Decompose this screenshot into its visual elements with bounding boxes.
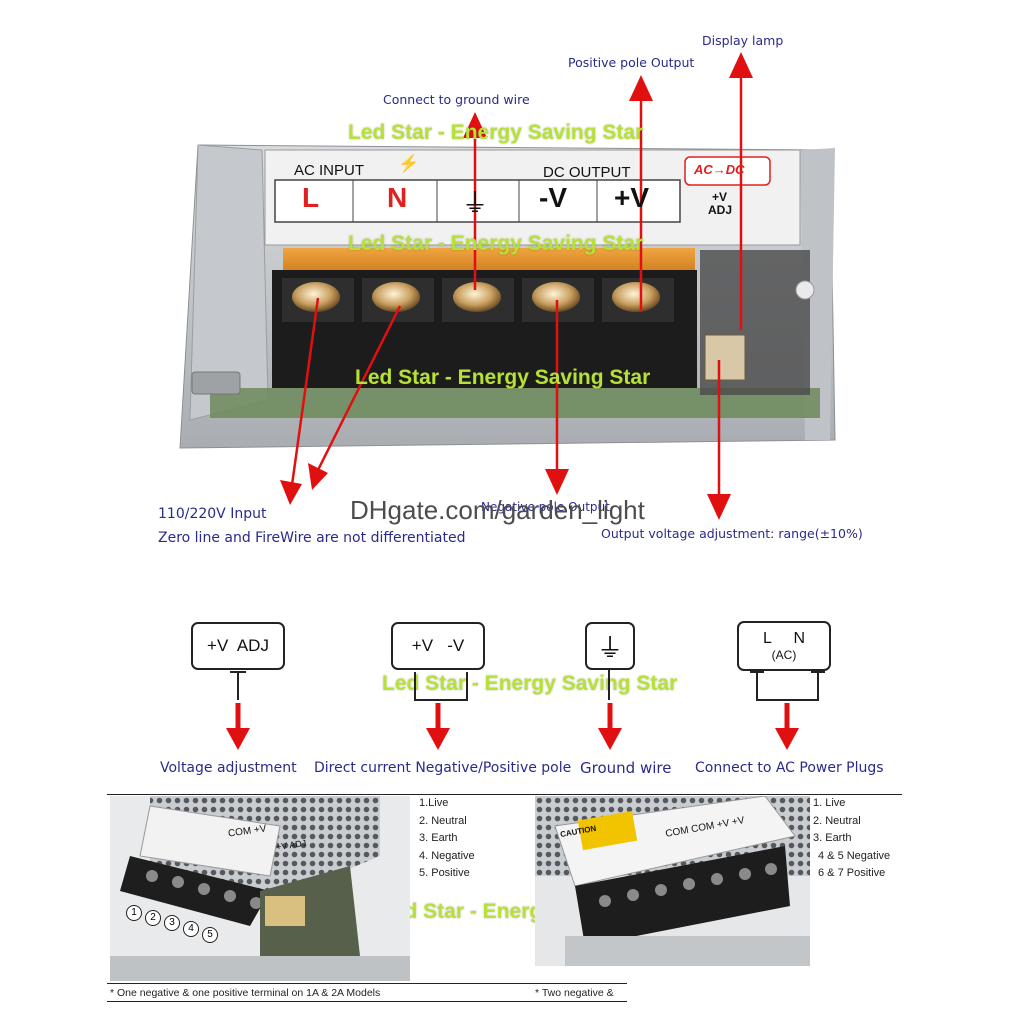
- list-item: 6 & 7 Positive: [818, 867, 886, 879]
- list-item: 3. Earth: [419, 832, 458, 844]
- terminal-label-neg: -V: [539, 182, 567, 213]
- voltage-adj-range-label: Output voltage adjustment: range(±10%): [601, 526, 863, 541]
- right-terminal-list: 1. Live 2. Neutral 3. Earth 4 & 5 Negati…: [813, 795, 890, 883]
- voltage-adjustment-label: Voltage adjustment: [160, 760, 297, 776]
- list-item: 2. Neutral: [813, 814, 861, 827]
- power-supply-illustration: [179, 52, 836, 520]
- list-item: 4 & 5 Negative: [818, 849, 891, 862]
- left-footnote: * One negative & one positive terminal o…: [110, 987, 381, 999]
- list-item: 3. Earth: [813, 832, 852, 844]
- bottom-top-rule: [107, 794, 902, 795]
- ground-wire-caption: Ground wire: [580, 759, 672, 777]
- adj-label-line1: +V: [712, 190, 728, 204]
- ac-dc-badge: AC→DC: [694, 162, 745, 177]
- symbol-connectors: [226, 668, 825, 750]
- left-terminal-numbers: 1 2 3 4 5: [126, 905, 218, 943]
- list-item: 5. Positive: [419, 867, 470, 879]
- ground-wire-label: Connect to ground wire: [383, 92, 530, 107]
- ac-input-label: AC INPUT: [294, 162, 365, 179]
- watermark: Led Star - Energy Saving Star: [348, 121, 644, 144]
- right-model-photo: [535, 796, 810, 966]
- adj-label-line2: ADJ: [708, 203, 733, 217]
- terminal-label-n: N: [387, 182, 408, 213]
- dc-output-symbol: +V -V: [391, 622, 485, 670]
- left-model-photo: [110, 796, 410, 981]
- dc-output-label: DC OUTPUT: [543, 164, 631, 181]
- list-item: 1. Live: [813, 797, 846, 809]
- positive-output-label: Positive pole Output: [568, 55, 695, 70]
- voltage-adj-symbol: +V ADJ: [191, 622, 285, 670]
- list-item: 4. Negative: [419, 849, 475, 862]
- list-item: 2. Neutral: [419, 814, 467, 827]
- footnote-rule-bottom: [107, 1001, 627, 1002]
- display-lamp-label: Display lamp: [702, 33, 784, 48]
- watermark: Led Star - Energy Saving Star: [382, 672, 678, 695]
- list-item: 1.Live: [419, 797, 449, 809]
- ac-symbol-sub: (AC): [771, 648, 797, 662]
- site-watermark: DHgate.com/garden_light: [350, 495, 645, 525]
- input-label-line1: 110/220V Input: [158, 506, 267, 522]
- left-terminal-list: 1.Live 2. Neutral 3. Earth 4. Negative 5…: [419, 795, 475, 883]
- watermark: Led Star - Energy Saving Star: [348, 232, 644, 255]
- terminal-circle-5: 5: [202, 927, 218, 943]
- right-footnote: * Two negative &: [535, 987, 614, 999]
- terminal-label-pos: +V: [614, 182, 650, 213]
- watermark: Led Star - Energy Saving Star: [355, 366, 651, 389]
- dc-pole-label: Direct current Negative/Positive pole: [314, 760, 572, 776]
- ground-symbol: ⏚: [585, 622, 635, 670]
- terminal-circle-4: 4: [183, 921, 199, 937]
- terminal-circle-1: 1: [126, 905, 142, 921]
- ac-symbol: L N (AC): [737, 621, 831, 671]
- earth-icon: ⏚: [462, 188, 489, 218]
- terminal-label-l: L: [302, 182, 320, 213]
- footnote-rule: [107, 983, 627, 984]
- terminal-circle-2: 2: [145, 910, 161, 926]
- ac-symbol-ln: L N: [762, 630, 806, 647]
- input-label-line2: Zero line and FireWire are not different…: [158, 530, 466, 546]
- terminal-circle-3: 3: [164, 915, 180, 931]
- lightning-icon: ⚡: [398, 154, 420, 173]
- negative-output-label: Negative pole Output: [481, 500, 610, 514]
- ac-plug-label: Connect to AC Power Plugs: [695, 760, 884, 776]
